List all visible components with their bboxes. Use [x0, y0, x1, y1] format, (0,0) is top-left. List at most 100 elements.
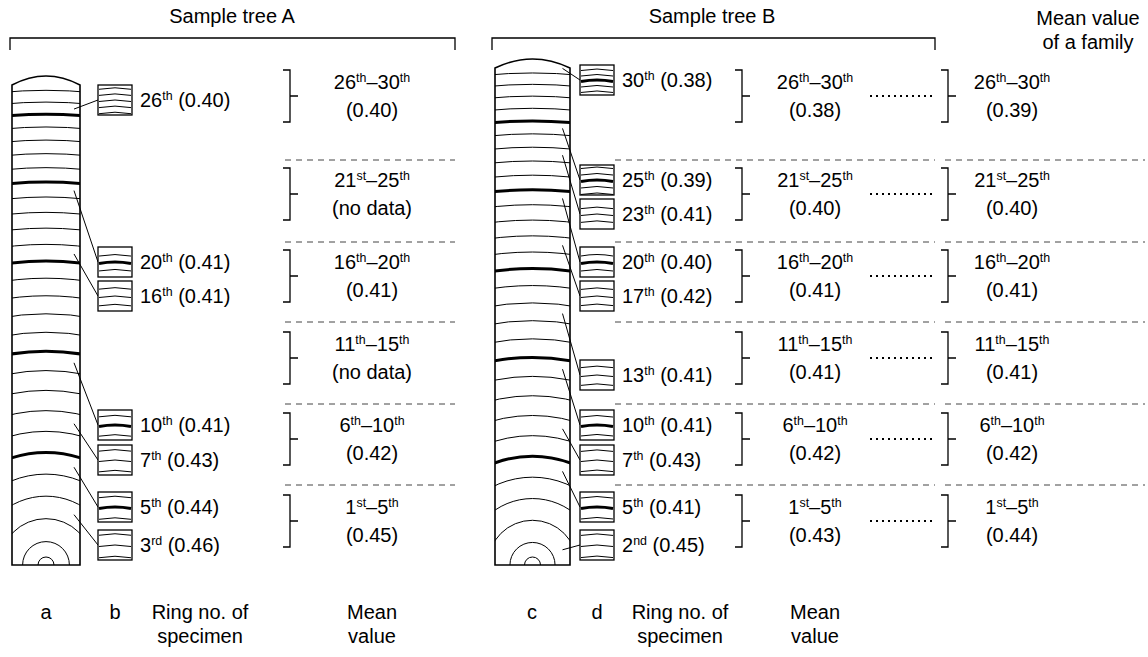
ring-line	[115, 147, 951, 657]
mean-bracket	[941, 168, 956, 220]
specimen-ring	[99, 450, 131, 452]
mean-value: (0.38)	[789, 98, 841, 122]
dotted-link	[870, 520, 936, 522]
specimen-ring	[99, 296, 131, 298]
specimen-outline	[580, 410, 614, 440]
mean-bracket	[941, 332, 956, 384]
mean-bracket	[735, 168, 750, 220]
mean-bracket	[735, 332, 750, 384]
group-heading: Mean value of a family	[1031, 6, 1146, 54]
specimen-ring	[581, 470, 613, 472]
mean-value: 6th–10th	[782, 413, 847, 437]
ordinal-suffix: th	[842, 169, 852, 183]
specimen-square	[580, 410, 614, 440]
leader-line	[563, 545, 581, 550]
specimen-label: 10th (0.41)	[140, 413, 230, 437]
ring-line	[270, 303, 794, 657]
mean-value: 11th–15th	[335, 332, 410, 356]
ordinal-suffix: th	[996, 251, 1006, 265]
mean-value: 11th–15th	[975, 332, 1050, 356]
dotted-link	[870, 95, 936, 97]
mean-value: 16th–20th	[777, 250, 853, 274]
mean-bracket	[283, 413, 298, 465]
specimen-outline	[98, 410, 132, 440]
ring-line	[0, 314, 297, 657]
mean-bracket	[941, 495, 956, 547]
specimen-label: 26th (0.40)	[140, 88, 230, 112]
ring-line	[76, 108, 989, 657]
specimen-outline	[98, 281, 132, 311]
specimen-outline	[98, 85, 132, 115]
group-heading: Sample tree A	[169, 4, 295, 28]
mean-value: (0.43)	[789, 523, 841, 547]
band-separator	[285, 404, 455, 405]
mean-value: (0.41)	[346, 278, 398, 302]
specimen-ring	[581, 221, 613, 223]
specimen-square	[580, 281, 614, 311]
specimen-label: 20th (0.41)	[140, 250, 230, 274]
mean-value: 16th–20th	[334, 250, 410, 274]
specimen-square	[580, 530, 614, 560]
mean-value: 1st–5th	[788, 495, 841, 519]
band-separator	[285, 322, 455, 323]
ring-line	[0, 296, 315, 657]
specimen-ring	[581, 545, 613, 547]
specimen-square	[580, 445, 614, 475]
ordinal-suffix: th	[633, 496, 643, 510]
specimen-ring	[581, 269, 613, 271]
log-outline	[495, 59, 570, 565]
band-separator	[615, 404, 935, 405]
leader-line	[74, 254, 98, 296]
ordinal-suffix: th	[991, 414, 1001, 428]
ring-line	[0, 431, 180, 657]
mean-value: 6th–10th	[979, 413, 1044, 437]
specimen-label: 10th (0.41)	[622, 413, 712, 437]
specimen-square	[580, 65, 614, 95]
mean-value: (0.40)	[346, 98, 398, 122]
ordinal-suffix: th	[151, 449, 161, 463]
specimen-ring	[99, 106, 131, 108]
ring-line	[203, 236, 861, 657]
leader-line	[563, 369, 581, 425]
ordinal-suffix: th	[633, 449, 643, 463]
mean-value: 21st–25th	[777, 168, 853, 192]
specimen-outline	[580, 281, 614, 311]
specimen-ring	[99, 496, 131, 498]
specimen-ring	[581, 517, 613, 519]
ring-line	[0, 228, 383, 657]
specimen-ring	[581, 375, 613, 377]
specimen-ring	[99, 100, 131, 102]
specimen-ring	[581, 416, 613, 418]
specimen-square	[98, 247, 132, 277]
specimen-square	[98, 492, 132, 522]
mean-value: (0.41)	[986, 360, 1038, 384]
specimen-square	[580, 165, 614, 195]
band-separator	[945, 160, 1145, 161]
ring-line	[64, 96, 1002, 657]
ring-line	[220, 252, 846, 657]
specimen-ring	[99, 425, 131, 427]
ordinal-suffix: st	[356, 169, 366, 183]
mean-value: (0.40)	[986, 196, 1038, 220]
ring-line	[40, 73, 1024, 657]
group-bracket	[492, 38, 935, 50]
ordinal-suffix: th	[1040, 251, 1050, 265]
ordinal-suffix: th	[831, 496, 841, 510]
mean-value: (no data)	[332, 360, 412, 384]
ring-line	[88, 121, 976, 657]
ordinal-suffix: th	[843, 251, 853, 265]
ordinal-suffix: th	[996, 71, 1006, 85]
specimen-outline	[580, 65, 614, 95]
axis-caption: b	[109, 600, 120, 624]
specimen-label: 23th (0.41)	[622, 202, 712, 226]
leader-line	[563, 68, 581, 80]
specimen-square	[580, 199, 614, 229]
ring-line	[236, 269, 829, 657]
mean-value: 1st–5th	[985, 495, 1038, 519]
leader-line	[74, 191, 98, 262]
ordinal-suffix: th	[388, 496, 398, 510]
specimen-ring	[581, 91, 613, 93]
specimen-ring	[581, 497, 613, 499]
specimen-ring	[99, 435, 131, 437]
